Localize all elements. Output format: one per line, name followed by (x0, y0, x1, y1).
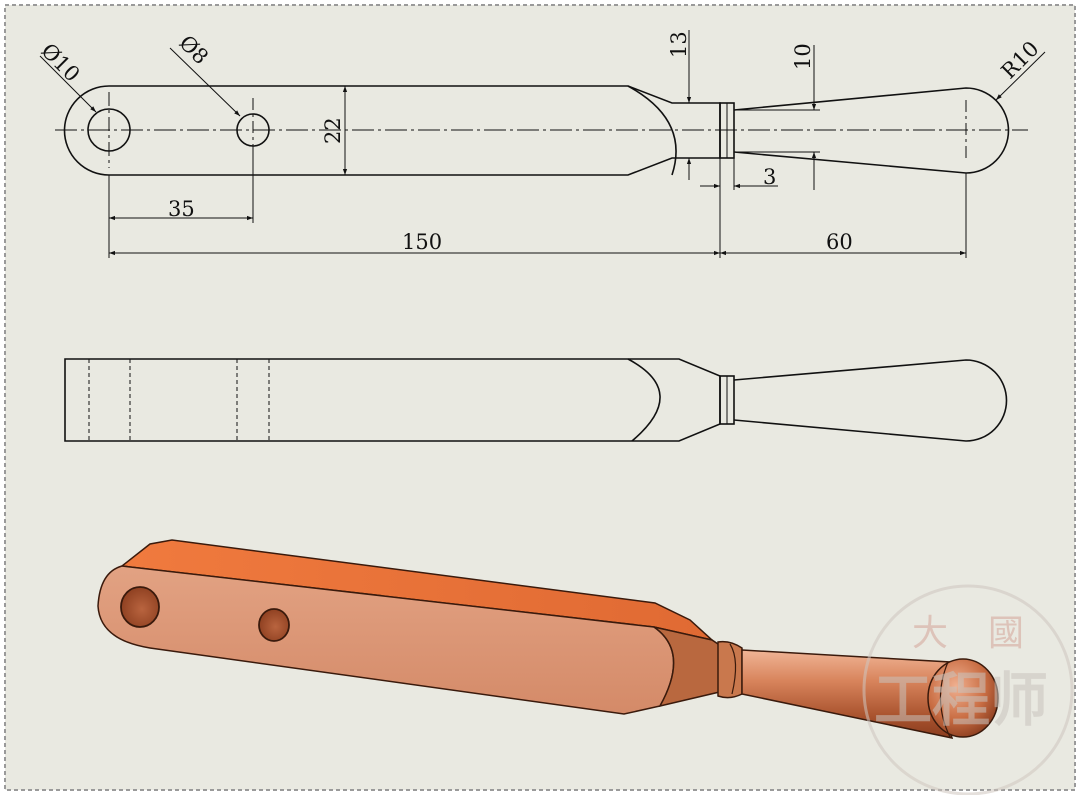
leader-phi10 (39, 55, 97, 113)
large-hole-3d (120, 586, 160, 628)
dim-width: 22 (321, 117, 345, 144)
dim-main-length: 150 (402, 230, 442, 254)
watermark-logo-char-1: 大 (912, 613, 948, 654)
top-view (55, 85, 1028, 176)
handle-knob (927, 658, 999, 738)
dim-neck-height: 13 (667, 31, 691, 58)
leader-phi8 (169, 47, 241, 117)
dim-handle-length: 60 (826, 230, 853, 254)
dim-handle-start: 10 (791, 43, 815, 70)
top-view-outline (63, 85, 721, 176)
handle-top (733, 87, 1010, 174)
dim-hole-spacing: 35 (168, 197, 195, 221)
front-view (64, 358, 1008, 442)
handle-front (733, 359, 1008, 442)
watermark-text: 工程师 (874, 666, 1048, 734)
watermark-logo: 大 國 工程师 (862, 584, 1074, 795)
v-groove-front (627, 358, 661, 442)
isometric-view (97, 539, 999, 739)
dimension-lines (39, 30, 1046, 258)
watermark-logo-char-2: 國 (988, 613, 1024, 654)
dim-step-length: 3 (763, 165, 776, 189)
v-groove-top (627, 85, 677, 176)
neck-collar (717, 640, 743, 699)
small-hole-3d (258, 608, 290, 642)
leader-r10 (995, 51, 1046, 101)
